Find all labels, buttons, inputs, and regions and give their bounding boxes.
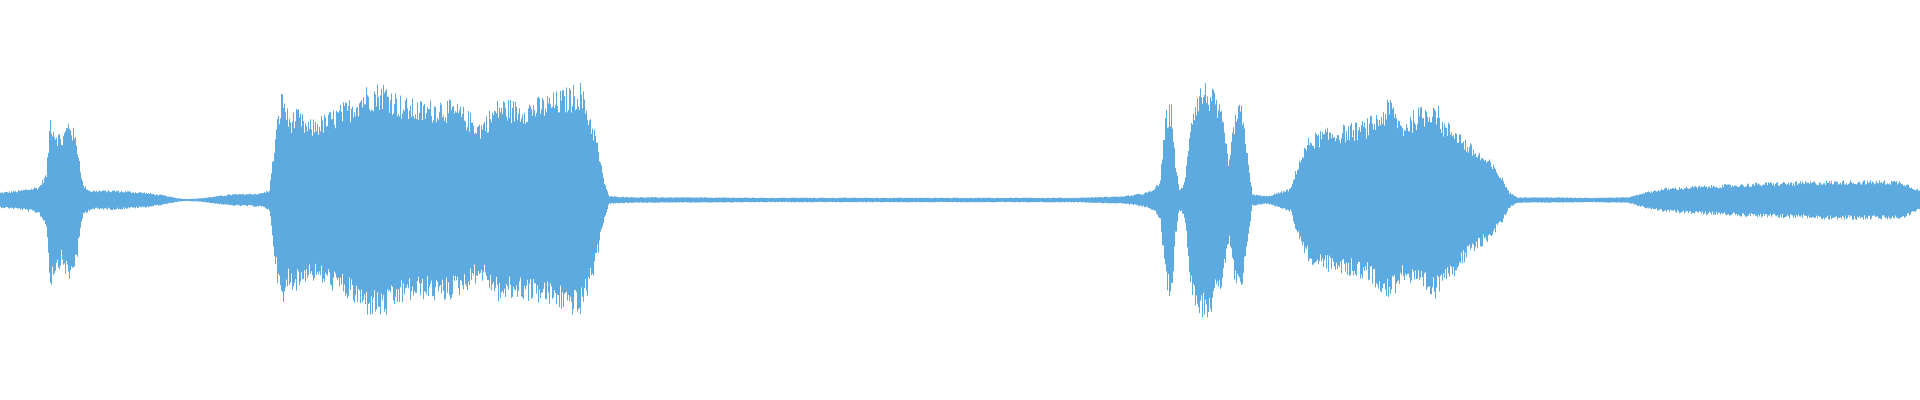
waveform-graphic xyxy=(0,83,1920,318)
audio-waveform xyxy=(0,83,1920,318)
